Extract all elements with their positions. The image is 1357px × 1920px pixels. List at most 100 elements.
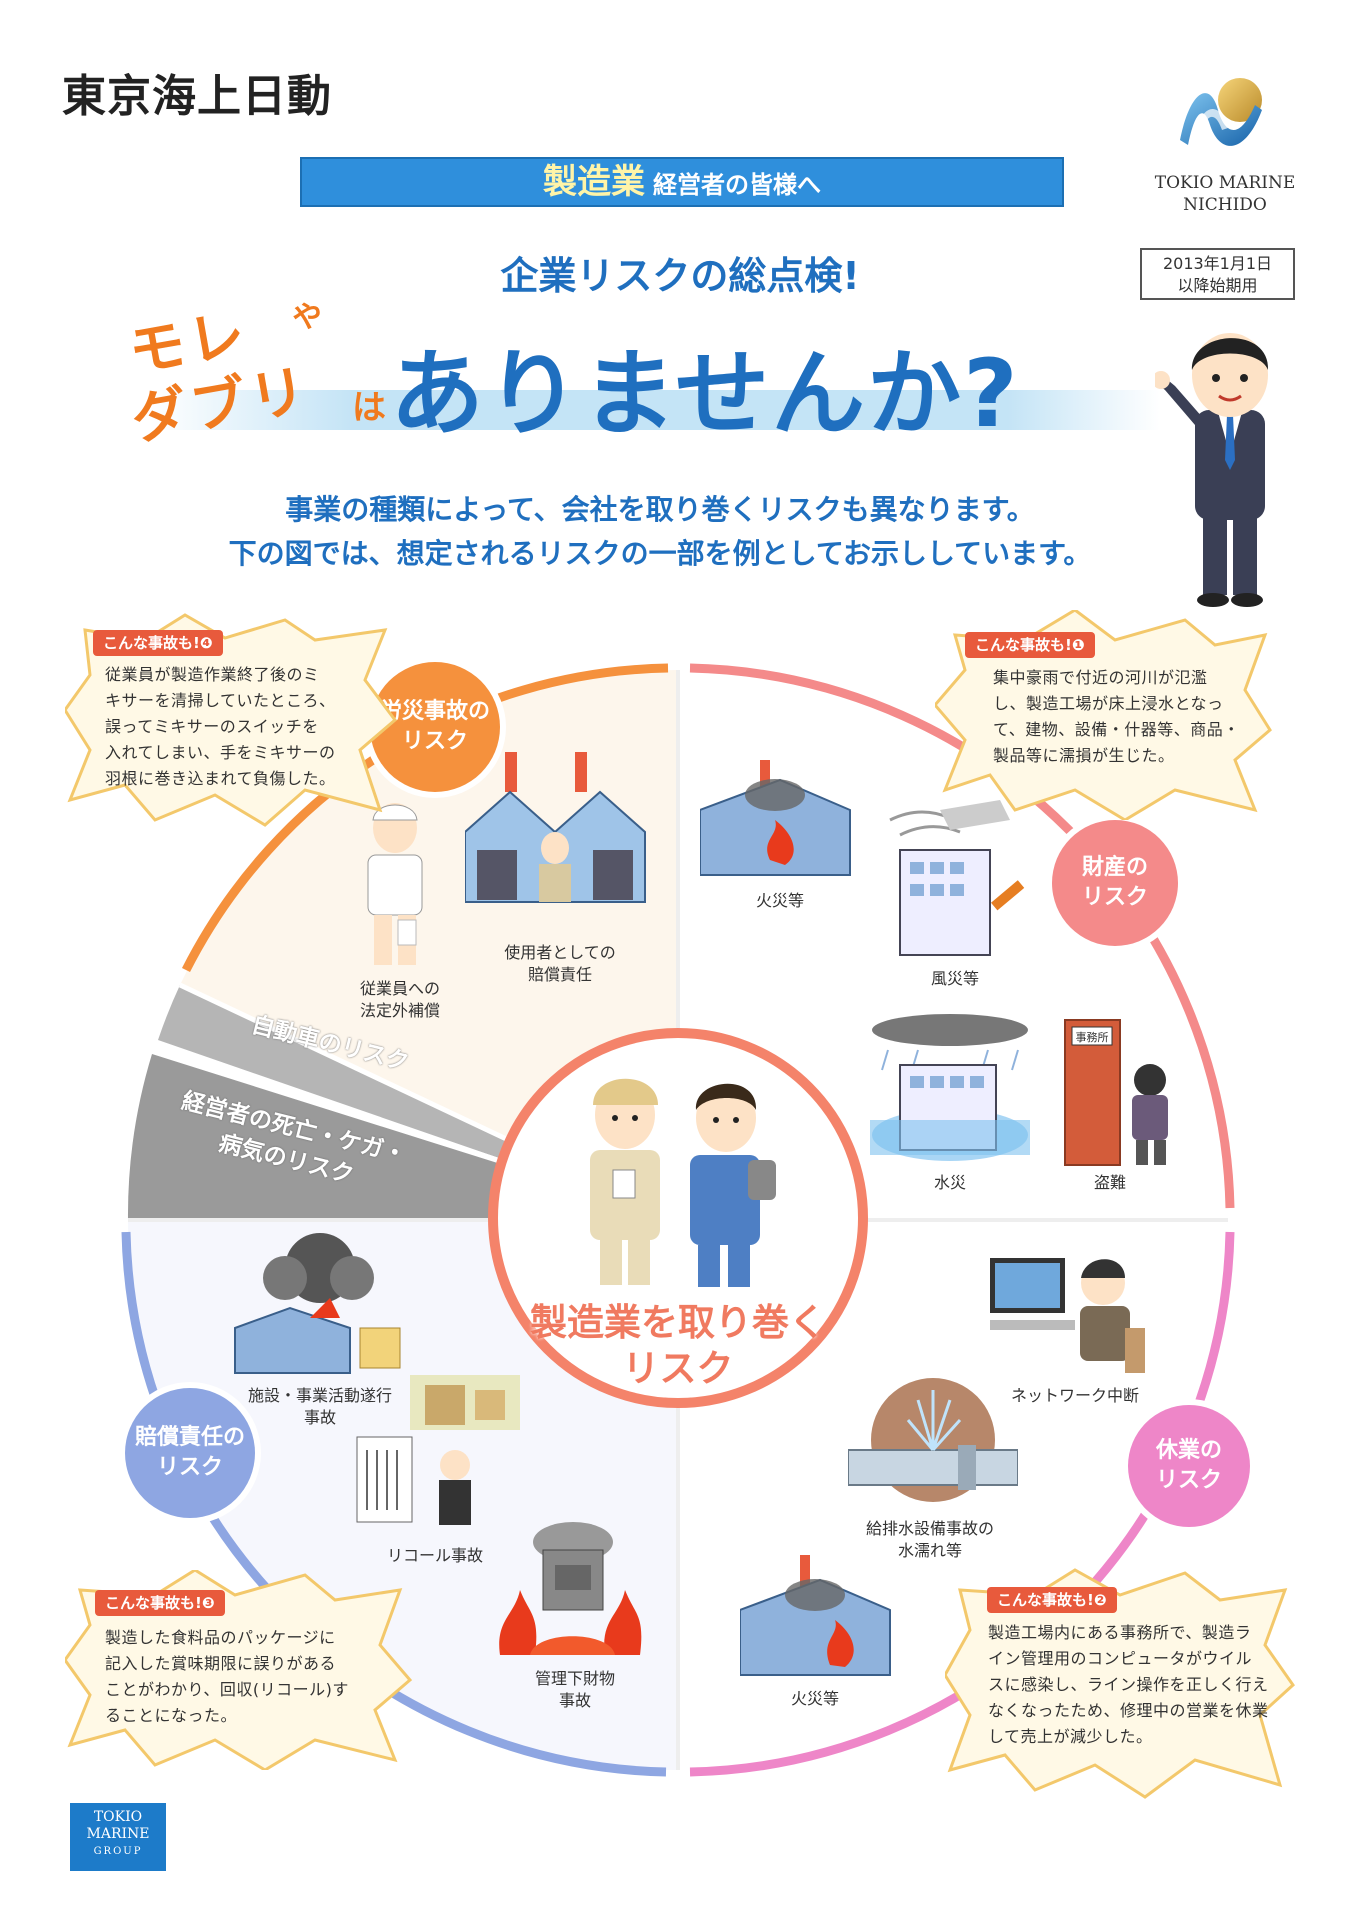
center-label-line-2: リスク — [622, 1347, 734, 1390]
callout-accident-1: こんな事故も!❶ 集中豪雨で付近の河川が氾濫 し、製造工場が床上浸水となっ て、… — [935, 610, 1275, 820]
factory-fire-illustration-icon — [700, 760, 851, 876]
facility-label-line-1: 施設・事業活動遂行 — [247, 1386, 392, 1405]
water-label-line-1: 給排水設備事故の — [865, 1519, 994, 1538]
facility-accident-label: 施設・事業活動遂行 事故 — [230, 1385, 410, 1429]
badge-kyugyo-line-2: リスク — [1155, 1468, 1222, 1493]
badge-baisho-line-1: 賠償責任の — [134, 1425, 245, 1450]
callout-3-line: 製造した食料品のパッケージに — [105, 1628, 336, 1647]
headline-highlight-band — [150, 390, 1160, 430]
center-label-line-1: 製造業を取り巻く — [530, 1301, 826, 1344]
callout-2-burst-shape — [945, 1568, 1295, 1799]
fire1-label: 火災等 — [755, 891, 804, 910]
headline-ha: は — [352, 388, 386, 428]
custody-property-label: 管理下財物 事故 — [505, 1668, 645, 1712]
badge-baisho-line-2: リスク — [156, 1455, 223, 1480]
recall-illustration-icon — [356, 1375, 520, 1525]
headline-ya: や — [289, 297, 326, 338]
badge-rousai-line-2: リスク — [401, 729, 468, 754]
custody-label-line-2: 事故 — [558, 1691, 591, 1710]
wind-label: 風災等 — [930, 969, 979, 988]
water-leak-label: 給排水設備事故の 水濡れ等 — [835, 1518, 1025, 1562]
callout-4-line: 従業員が製造作業終了後のミ — [105, 665, 320, 684]
callout-1-burst-shape — [935, 610, 1272, 820]
callout-1-line: 製品等に濡損が生じた。 — [993, 746, 1175, 765]
callout-accident-2: こんな事故も!❷ 製造工場内にある事務所で、製造ラ イン管理用のコンピュータがウ… — [945, 1565, 1295, 1800]
callout-3-text: 製造した食料品のパッケージに 記入した賞味期限に誤りがある ことがわかり、回収(… — [105, 1625, 405, 1729]
banner-industry: 製造業 — [543, 162, 645, 202]
intro-line-1: 事業の種類によって、会社を取り巻くリスクも異なります。 — [285, 493, 1035, 526]
water-leak-illustration-icon — [848, 1378, 1018, 1502]
employer-label-line-2: 賠償責任 — [527, 965, 592, 984]
callout-3-tag: こんな事故も!❸ — [95, 1590, 225, 1616]
callout-1-line: し、製造工場が床上浸水となっ — [993, 694, 1224, 713]
factory-fire-2-illustration-icon — [740, 1555, 891, 1676]
office-sign-text: 事務所 — [1076, 1030, 1109, 1044]
wheel-rim-zaisan — [689, 663, 1235, 1209]
badge-rousai-line-1: 労災事故の — [379, 699, 490, 724]
group-line-2: MARINE — [86, 1826, 150, 1842]
callout-4-line: 誤ってミキサーのスイッチを — [105, 717, 319, 736]
water-label-line-2: 水濡れ等 — [897, 1541, 962, 1560]
tokio-marine-group-logo: TOKIO MARINE GROUP — [70, 1803, 166, 1871]
theft-label: 盗難 — [1093, 1173, 1126, 1192]
employer-liability-label: 使用者としての 賠償責任 — [470, 942, 650, 986]
callout-1-tag: こんな事故も!❶ — [965, 632, 1095, 658]
facility-label-line-2: 事故 — [303, 1408, 336, 1427]
theft-illustration-icon: 事務所 — [1064, 1019, 1168, 1166]
callout-1-line: 集中豪雨で付近の河川が氾濫 — [993, 668, 1208, 687]
network-outage-illustration-icon — [990, 1258, 1145, 1373]
callout-3-line: ことがわかり、回収(リコール)す — [105, 1680, 349, 1699]
callout-4-burst-shape — [65, 613, 398, 827]
date-line-1: 2013年1月1日 — [1162, 254, 1273, 273]
callout-2-line: イン管理用のコンピュータがウイル — [988, 1649, 1253, 1668]
badge-workplace-accident-risk: 労災事故のリスク — [370, 662, 500, 792]
badge-zaisan-line-2: リスク — [1081, 885, 1148, 910]
custody-label-line-1: 管理下財物 — [534, 1669, 615, 1688]
date-line-2: 以降始期用 — [1177, 276, 1258, 295]
badge-kyugyo-line-1: 休業の — [1155, 1438, 1222, 1463]
badge-liability-risk: 賠償責任のリスク — [125, 1388, 255, 1518]
callout-1-line: て、建物、設備・什器等、商品・ — [993, 720, 1240, 739]
badge-zaisan-line-1: 財産の — [1081, 855, 1148, 880]
tokio-marine-logo-icon — [1180, 78, 1262, 150]
callout-accident-4: こんな事故も!❹ 従業員が製造作業終了後のミ キサーを清掃していたところ、 誤っ… — [65, 610, 400, 830]
effective-date-box: 2013年1月1日 以降始期用 — [1140, 248, 1295, 300]
callout-accident-3: こんな事故も!❸ 製造した食料品のパッケージに 記入した賞味期限に誤りがある こ… — [65, 1570, 415, 1770]
injured-employee-illustration-icon — [367, 803, 423, 965]
flood-label: 水災 — [933, 1173, 966, 1192]
banner-audience: 経営者の皆様へ — [653, 171, 821, 199]
network-outage-label: ネットワーク中断 — [1010, 1386, 1139, 1405]
subheadline: 企業リスクの総点検! — [500, 254, 860, 298]
callout-3-line: 記入した賞味期限に誤りがある — [105, 1654, 337, 1673]
workers-illustration-icon — [590, 1078, 776, 1287]
intro-line-2: 下の図では、想定されるリスクの一部を例としてお示ししています。 — [228, 537, 1092, 570]
group-line-1: TOKIO — [93, 1809, 143, 1825]
badge-property-risk: 財産のリスク — [1052, 820, 1178, 946]
audience-banner: 製造業経営者の皆様へ — [300, 157, 1064, 207]
fire2-label: 火災等 — [790, 1689, 839, 1708]
callout-2-line: スに感染し、ライン操作を正しく行え — [988, 1675, 1269, 1694]
callout-1-text: 集中豪雨で付近の河川が氾濫 し、製造工場が床上浸水となっ て、建物、設備・什器等… — [993, 665, 1263, 769]
employee-label-line-2: 法定外補償 — [359, 1001, 440, 1020]
brand-line-1: TOKIO MARINE — [1154, 173, 1296, 193]
callout-4-text: 従業員が製造作業終了後のミ キサーを清掃していたところ、 誤ってミキサーのスイッ… — [105, 662, 385, 792]
callout-4-tag: こんな事故も!❹ — [93, 630, 223, 656]
employee-label-line-1: 従業員への — [359, 979, 440, 998]
headline-main: ありませんか? — [390, 340, 1020, 449]
callout-3-line: ることになった。 — [105, 1706, 238, 1725]
badge-business-interruption-risk: 休業のリスク — [1128, 1405, 1250, 1527]
center-label: 製造業を取り巻く リスク — [488, 1300, 868, 1392]
brand-line-2: NICHIDO — [1183, 195, 1267, 215]
employee-compensation-label: 従業員への 法定外補償 — [330, 978, 470, 1022]
callout-4-line: 羽根に巻き込まれて負傷した。 — [105, 769, 336, 788]
intro-text: 事業の種類によって、会社を取り巻くリスクも異なります。 下の図では、想定されるリ… — [160, 488, 1160, 576]
center-circle — [488, 1028, 868, 1408]
wind-damage-illustration-icon — [889, 800, 1025, 956]
presenter-illustration-icon — [1155, 333, 1269, 607]
facility-accident-illustration-icon — [234, 1233, 401, 1374]
custody-property-fire-illustration-icon — [499, 1522, 642, 1655]
callout-2-text: 製造工場内にある事務所で、製造ラ イン管理用のコンピュータがウイル スに感染し、… — [988, 1620, 1288, 1750]
callout-2-line: して売上が減少した。 — [988, 1727, 1153, 1746]
recall-label: リコール事故 — [386, 1546, 483, 1565]
employer-label-line-1: 使用者としての — [504, 943, 616, 962]
